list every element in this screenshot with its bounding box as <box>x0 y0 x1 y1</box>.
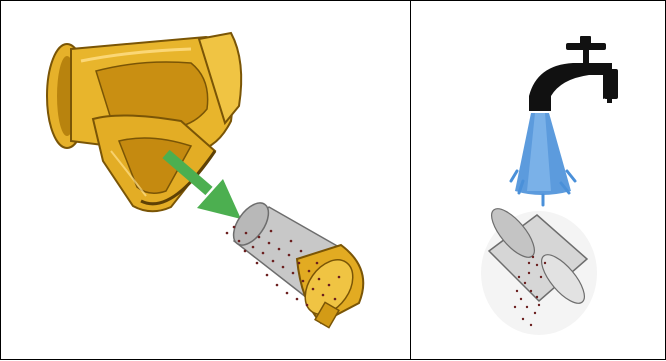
water-spray <box>511 113 575 205</box>
panel-strainer-removal <box>0 0 411 360</box>
strainer-screen <box>226 197 364 328</box>
y-strainer-body <box>47 33 241 211</box>
screen-rinsing-illustration <box>411 1 666 361</box>
panel-screen-rinsing <box>410 0 666 360</box>
strainer-removal-illustration <box>1 1 412 361</box>
water-faucet <box>529 36 618 111</box>
strainer-screen <box>481 202 597 335</box>
